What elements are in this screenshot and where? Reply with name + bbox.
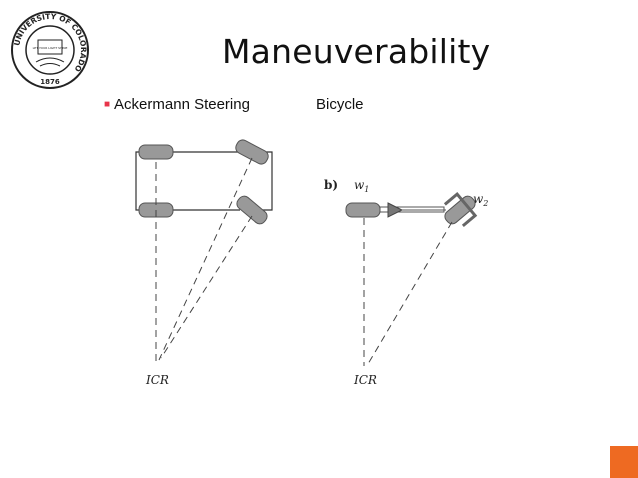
seal-year: 1876 <box>40 78 60 86</box>
corner-accent-box <box>610 446 638 478</box>
ackermann-front-wheel-bottom <box>236 195 268 225</box>
w1-label: w1 <box>354 178 369 194</box>
seal-motto: LET YOUR LIGHT SHINE <box>33 46 68 50</box>
bicycle-front-axis-line <box>367 221 453 365</box>
ackermann-bullet-text: Ackermann Steering <box>114 96 250 113</box>
w2-label: w2 <box>473 192 488 208</box>
ackermann-rear-wheel-top <box>138 144 174 160</box>
bicycle-rear-wheel <box>345 202 381 218</box>
ackermann-bullet: ■Ackermann Steering <box>104 96 250 113</box>
bicycle-diagram: b) w1 w2 ICR <box>324 178 488 387</box>
bicycle-panel-label: b) <box>324 178 338 192</box>
ackermann-front-top-line <box>158 157 253 361</box>
bullet-square-icon: ■ <box>104 99 111 110</box>
ackermann-diagram: ICR <box>135 139 273 387</box>
ackermann-frame-left <box>135 151 156 211</box>
bicycle-heading: Bicycle <box>316 96 364 113</box>
bicycle-joint-icon <box>387 202 404 218</box>
university-seal-logo: UNIVERSITY OF COLORADO 1876 LET YOUR LIG… <box>11 11 89 89</box>
slide-title: Maneuverability <box>222 32 491 71</box>
ackermann-icr-label: ICR <box>145 373 169 387</box>
ackermann-front-bottom-line <box>160 215 253 359</box>
bicycle-icr-label: ICR <box>353 373 377 387</box>
ackermann-front-wheel-top <box>235 139 269 165</box>
bicycle-front-wheel <box>443 192 478 228</box>
